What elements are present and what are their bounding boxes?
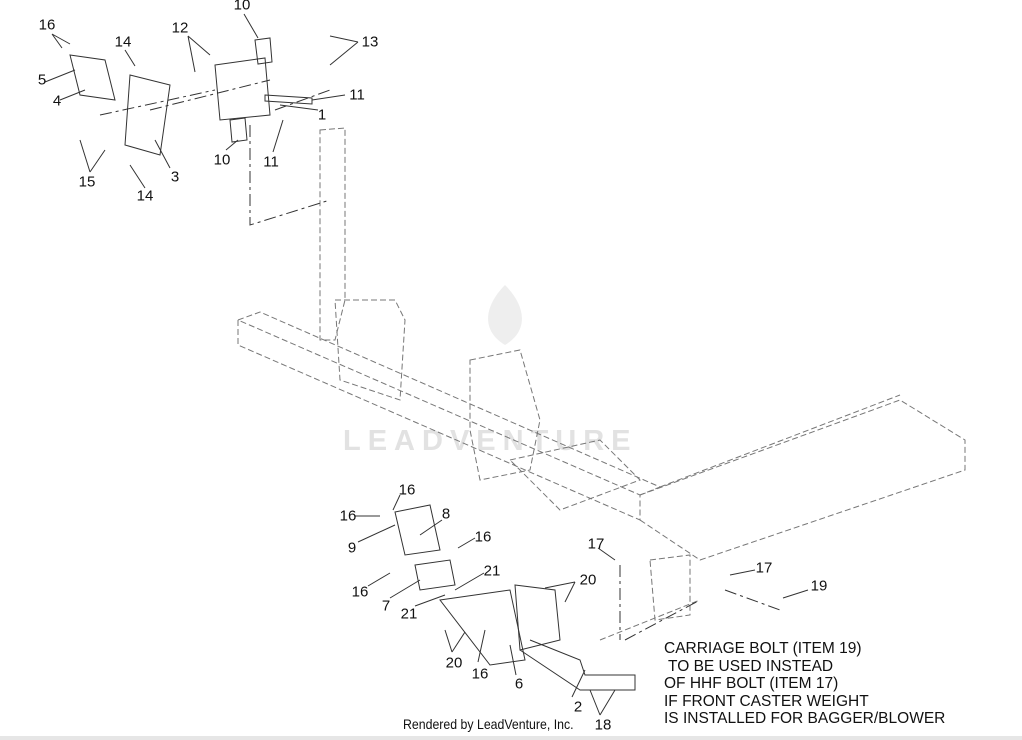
carriage-bolt-note: CARRIAGE BOLT (ITEM 19) TO BE USED INSTE… (664, 640, 946, 727)
render-credit: Rendered by LeadVenture, Inc. (403, 716, 574, 732)
callout-16[interactable]: 16 (38, 16, 56, 34)
watermark-logo-icon (488, 285, 522, 345)
callout-20[interactable]: 20 (579, 571, 597, 589)
callout-12[interactable]: 12 (171, 19, 189, 37)
callout-11[interactable]: 11 (263, 153, 279, 171)
callout-16[interactable]: 16 (398, 481, 416, 499)
callout-16[interactable]: 16 (471, 665, 489, 683)
callout-3[interactable]: 3 (170, 168, 180, 186)
callout-1[interactable]: 1 (317, 106, 327, 124)
callout-18[interactable]: 18 (594, 716, 612, 734)
callout-15[interactable]: 15 (78, 173, 96, 191)
upper-bracket (69, 37, 313, 156)
callout-14[interactable]: 14 (114, 33, 132, 51)
callout-20[interactable]: 20 (445, 654, 463, 672)
callout-14[interactable]: 14 (136, 187, 154, 205)
callout-21[interactable]: 21 (400, 605, 418, 623)
callout-13[interactable]: 13 (361, 33, 379, 51)
callout-10[interactable]: 10 (213, 151, 231, 169)
callout-10[interactable]: 10 (233, 0, 251, 14)
frame-phantom (237, 127, 966, 641)
callout-16[interactable]: 16 (474, 528, 492, 546)
callout-21[interactable]: 21 (483, 562, 501, 580)
leader-lines (44, 13, 809, 716)
callout-5[interactable]: 5 (37, 71, 47, 89)
callout-16[interactable]: 16 (339, 507, 357, 525)
callout-16[interactable]: 16 (351, 583, 369, 601)
callout-6[interactable]: 6 (514, 675, 524, 693)
callout-8[interactable]: 8 (441, 505, 451, 523)
callout-2[interactable]: 2 (573, 698, 583, 716)
callout-17[interactable]: 17 (755, 559, 773, 577)
callout-7[interactable]: 7 (381, 597, 391, 615)
bottom-divider (0, 736, 1022, 740)
callout-9[interactable]: 9 (347, 539, 357, 557)
callout-11[interactable]: 11 (349, 86, 365, 104)
watermark: LEADVENTURE (343, 425, 638, 457)
callout-19[interactable]: 19 (810, 577, 828, 595)
callout-4[interactable]: 4 (52, 92, 62, 110)
callout-17[interactable]: 17 (587, 535, 605, 553)
lower-bracket (394, 504, 636, 691)
